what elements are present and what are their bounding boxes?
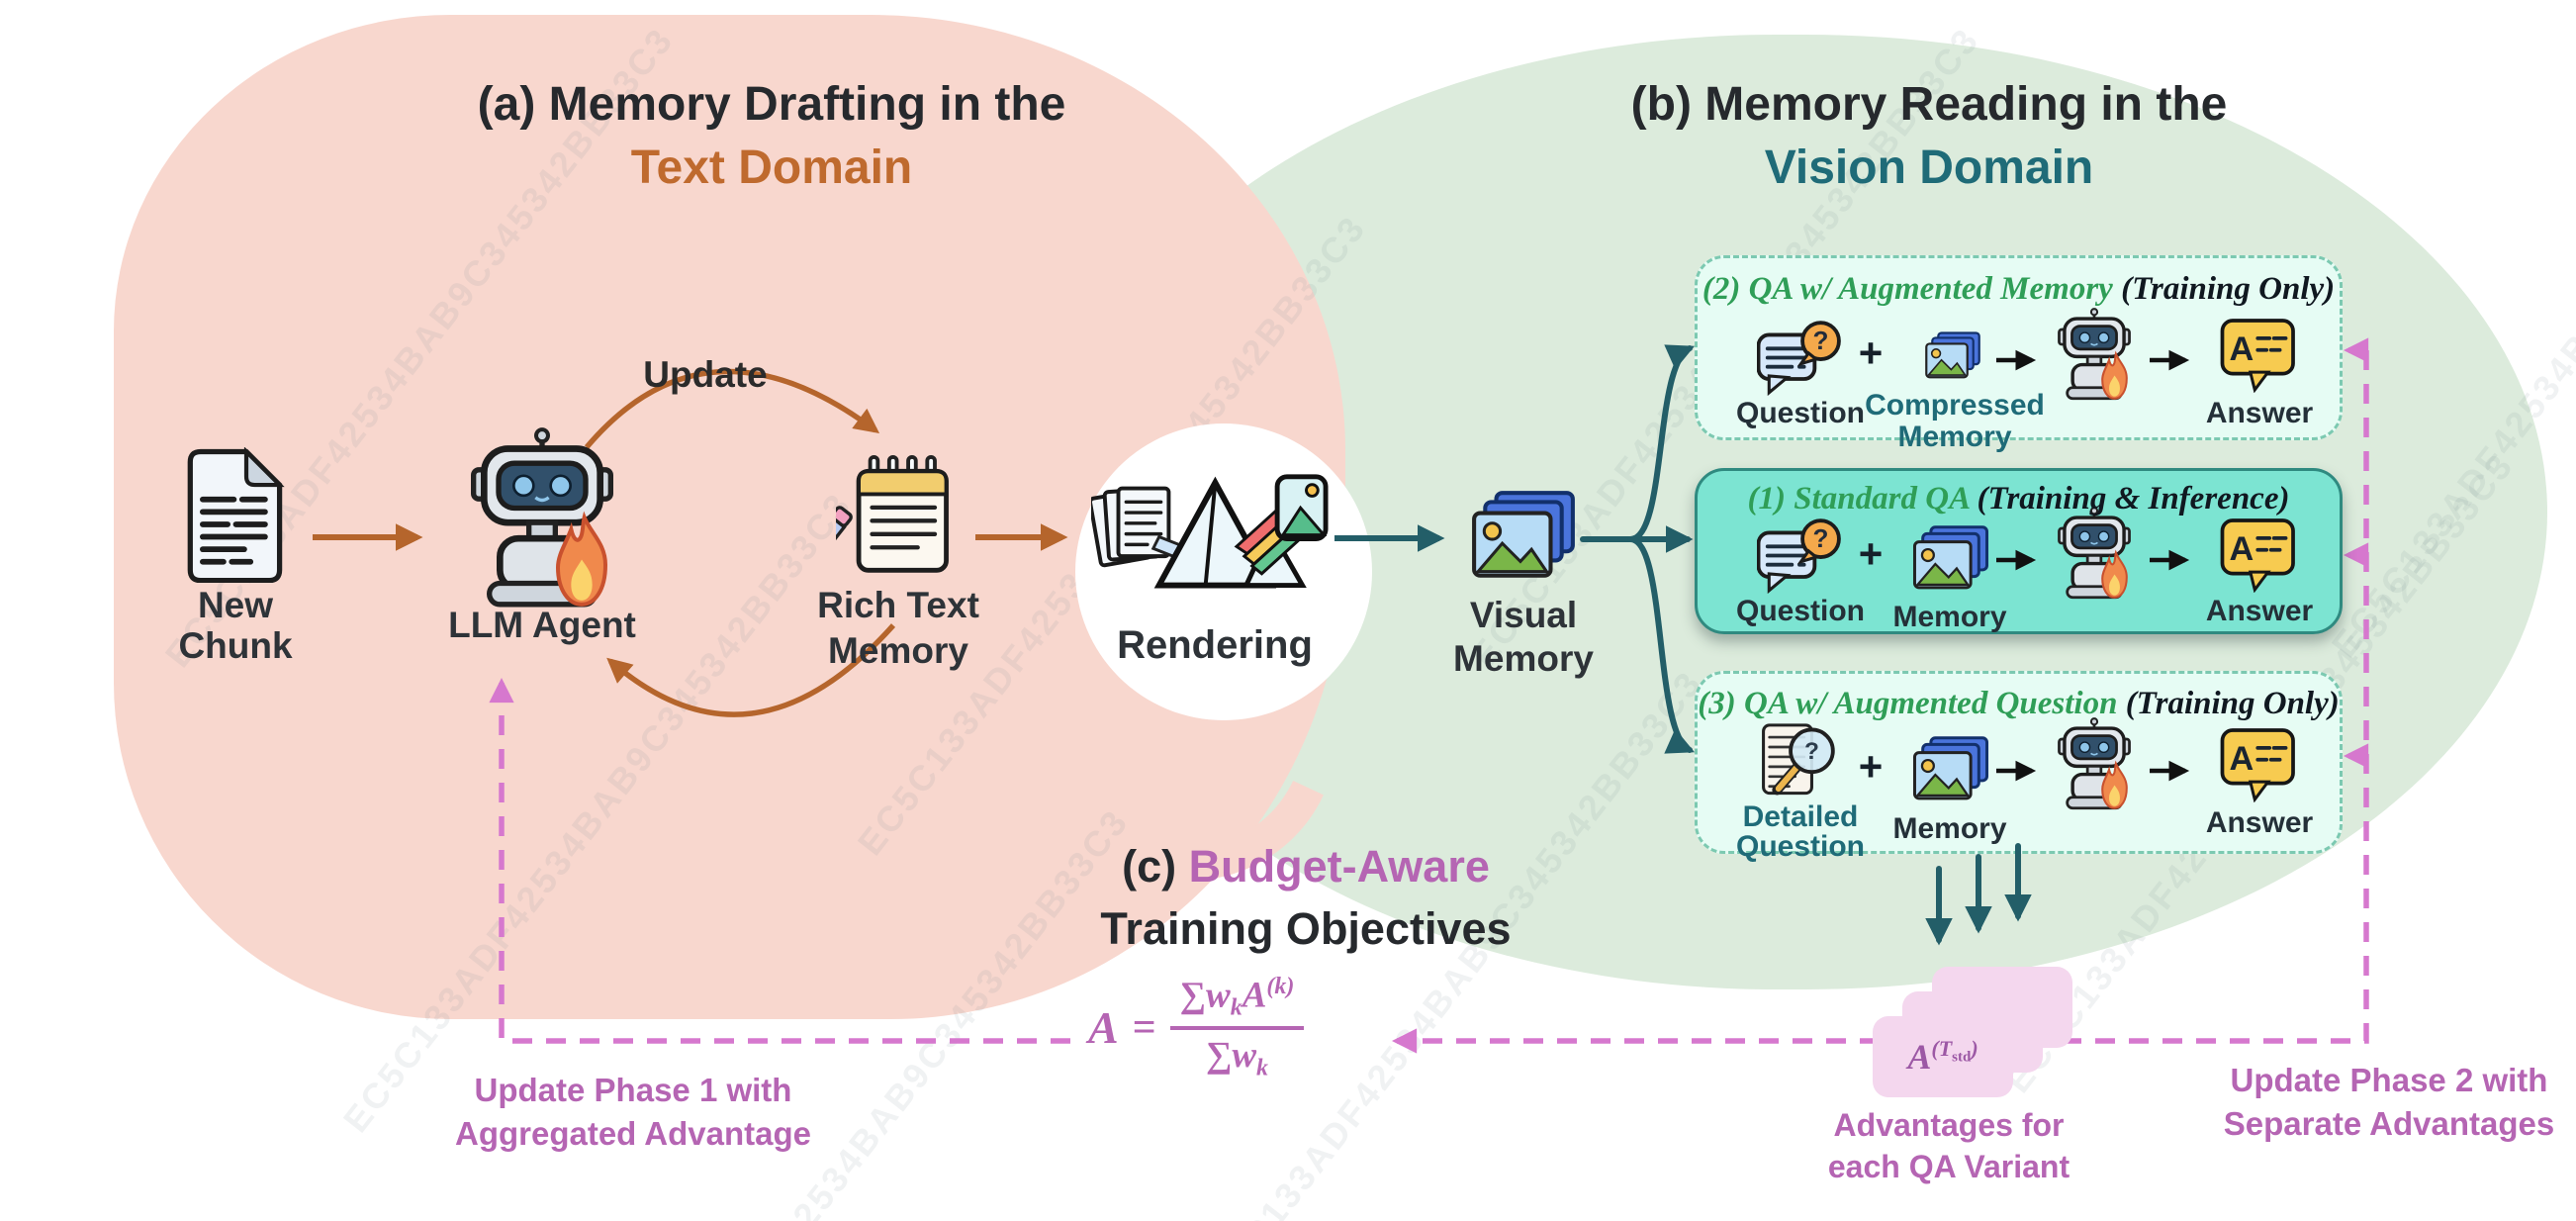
- question-label: Question: [1735, 595, 1865, 627]
- new-chunk-icon: [184, 447, 288, 588]
- formula-numerator: ∑wkA(k): [1169, 974, 1305, 1030]
- arrow-right-icon: [1996, 349, 2037, 371]
- rich-text-memory-icon: [836, 452, 960, 586]
- question-icon: [1757, 517, 1842, 599]
- update-cycle-arrows: [584, 368, 896, 717]
- formula-lhs: A: [1088, 1002, 1119, 1054]
- rendering-icon: [1091, 469, 1334, 614]
- advantages-label-line1: Advantages for: [1833, 1107, 2065, 1143]
- qa-box-standard: (1) Standard QA (Training & Inference) Q…: [1695, 468, 2343, 634]
- formula-denominator: ∑wk: [1206, 1030, 1268, 1081]
- compressed-memory-label-line2: Memory: [1897, 421, 2012, 453]
- vlm-robot-icon: [2054, 308, 2135, 408]
- panel-c-title-line1: (c) Budget-Aware: [1009, 841, 1603, 892]
- panel-b-title-line2: Vision Domain: [1764, 141, 2094, 194]
- qa-box1-title-black: (Training & Inference): [1977, 481, 2290, 517]
- arrows-qa-to-advantages: [1925, 843, 2032, 946]
- arrow-rendering-to-visualmemory: [1334, 524, 1445, 552]
- rich-text-memory-label-line2: Memory: [828, 630, 968, 671]
- detailed-question-label-line2: Question: [1735, 830, 1865, 863]
- adv-base: A: [1907, 1037, 1932, 1077]
- answer-icon: [2218, 517, 2299, 598]
- advantages-label-line2: each QA Variant: [1827, 1149, 2070, 1184]
- qa-box-augmented-memory: (2) QA w/ Augmented Memory (Training Onl…: [1695, 255, 2343, 453]
- panel-a-title-line2: Text Domain: [630, 141, 913, 194]
- sigma: ∑: [1205, 1034, 1233, 1076]
- arrow-richtext-to-rendering: [975, 523, 1068, 551]
- qa-box1-title-green: (1) Standard QA: [1747, 481, 1978, 517]
- A-term: A: [1242, 975, 1267, 1016]
- plus-sign: +: [1858, 743, 1884, 790]
- formula-equals: =: [1132, 1004, 1156, 1051]
- panel-a-title-line1: (a) Memory Drafting in the: [477, 78, 1066, 131]
- qa-box3-title-green: (3) QA w/ Augmented Question: [1698, 686, 2126, 721]
- compressed-memory-label-line1: Compressed: [1865, 389, 2045, 422]
- detailed-question-label-line1: Detailed: [1742, 800, 1859, 833]
- adv-sup-close: ): [1971, 1036, 1978, 1061]
- arrow-newchunk-to-llm: [313, 523, 423, 551]
- w: w: [1232, 1034, 1257, 1076]
- update-phase1-label-line1: Update Phase 1 with: [474, 1072, 792, 1108]
- qa-box3-title-black: (Training Only): [2125, 686, 2340, 721]
- update-phase2-label-line1: Update Phase 2 with: [2230, 1062, 2548, 1098]
- answer-icon: [2218, 318, 2299, 398]
- question-icon: [1757, 320, 1842, 401]
- memory-label: Memory: [1892, 601, 2007, 633]
- answer-icon: [2218, 727, 2299, 807]
- memory-icon: [1910, 733, 1991, 812]
- panel-b-title-line1: (b) Memory Reading in the: [1630, 78, 2228, 131]
- question-label: Question: [1735, 397, 1865, 429]
- visual-memory-icon: [1468, 487, 1579, 593]
- compressed-memory-icon: [1923, 329, 1982, 389]
- advantage-symbol: A(Tstd): [1907, 1036, 1978, 1078]
- new-chunk-label: New Chunk: [178, 585, 293, 666]
- branch-arrows-visualmemory-to-boxes: [1580, 344, 1696, 754]
- answer-label: Answer: [2205, 397, 2314, 429]
- memory-label: Memory: [1892, 812, 2007, 845]
- update-phase2-label-line2: Separate Advantages: [2223, 1105, 2555, 1142]
- qa-box3-title: (3) QA w/ Augmented Question (Training O…: [1698, 686, 2340, 722]
- panel-c-title-line2: Training Objectives: [1100, 903, 1512, 954]
- adv-sup-T: T: [1938, 1036, 1953, 1061]
- llm-agent-label: LLM Agent: [448, 605, 636, 645]
- arrow-right-icon: [1996, 760, 2037, 782]
- visual-memory-label-line2: Memory: [1453, 638, 1594, 679]
- plus-sign: +: [1858, 530, 1884, 577]
- rendering-label: Rendering: [1117, 623, 1313, 667]
- update-phase1-label-line2: Aggregated Advantage: [454, 1115, 811, 1152]
- update-label: Update: [643, 354, 768, 395]
- qa-box1-title: (1) Standard QA (Training & Inference): [1698, 481, 2340, 517]
- sub-k: k: [1230, 994, 1242, 1021]
- answer-label: Answer: [2205, 595, 2314, 627]
- sub-k: k: [1256, 1055, 1269, 1081]
- answer-label: Answer: [2205, 806, 2314, 839]
- detailed-question-icon: [1759, 717, 1842, 807]
- arrow-right-icon: [2150, 349, 2190, 371]
- arrow-right-icon: [1996, 549, 2037, 571]
- qa-box2-title-black: (Training Only): [2121, 271, 2336, 307]
- qa-box-augmented-question: (3) QA w/ Augmented Question (Training O…: [1695, 671, 2343, 863]
- panel-c-title-accent: Budget-Aware: [1188, 841, 1490, 892]
- memory-icon: [1910, 522, 1991, 602]
- arrow-right-icon: [2150, 760, 2190, 782]
- w: w: [1206, 975, 1231, 1016]
- vlm-robot-icon: [2054, 507, 2135, 607]
- advantage-card-front: A(Tstd): [1873, 1016, 2013, 1097]
- panel-c-title-black: (c): [1122, 841, 1189, 892]
- visual-memory-label-line1: Visual: [1469, 595, 1578, 635]
- aggregated-advantage-formula: A = ∑wkA(k) ∑wk: [1088, 974, 1305, 1081]
- adv-sup-open: (: [1931, 1036, 1939, 1061]
- qa-box2-title: (2) QA w/ Augmented Memory (Training Onl…: [1698, 271, 2340, 308]
- qa-box2-title-green: (2) QA w/ Augmented Memory: [1702, 271, 2122, 307]
- llm-agent-icon: [463, 427, 621, 617]
- formula-fraction: ∑wkA(k) ∑wk: [1169, 974, 1305, 1081]
- plus-sign: +: [1858, 329, 1884, 376]
- rich-text-memory-label-line1: Rich Text: [817, 585, 979, 625]
- sigma: ∑: [1179, 975, 1207, 1016]
- adv-sup-sub: std: [1952, 1049, 1972, 1066]
- sup-k: (k): [1266, 974, 1295, 999]
- arrow-right-icon: [2150, 549, 2190, 571]
- vlm-robot-icon: [2054, 717, 2135, 817]
